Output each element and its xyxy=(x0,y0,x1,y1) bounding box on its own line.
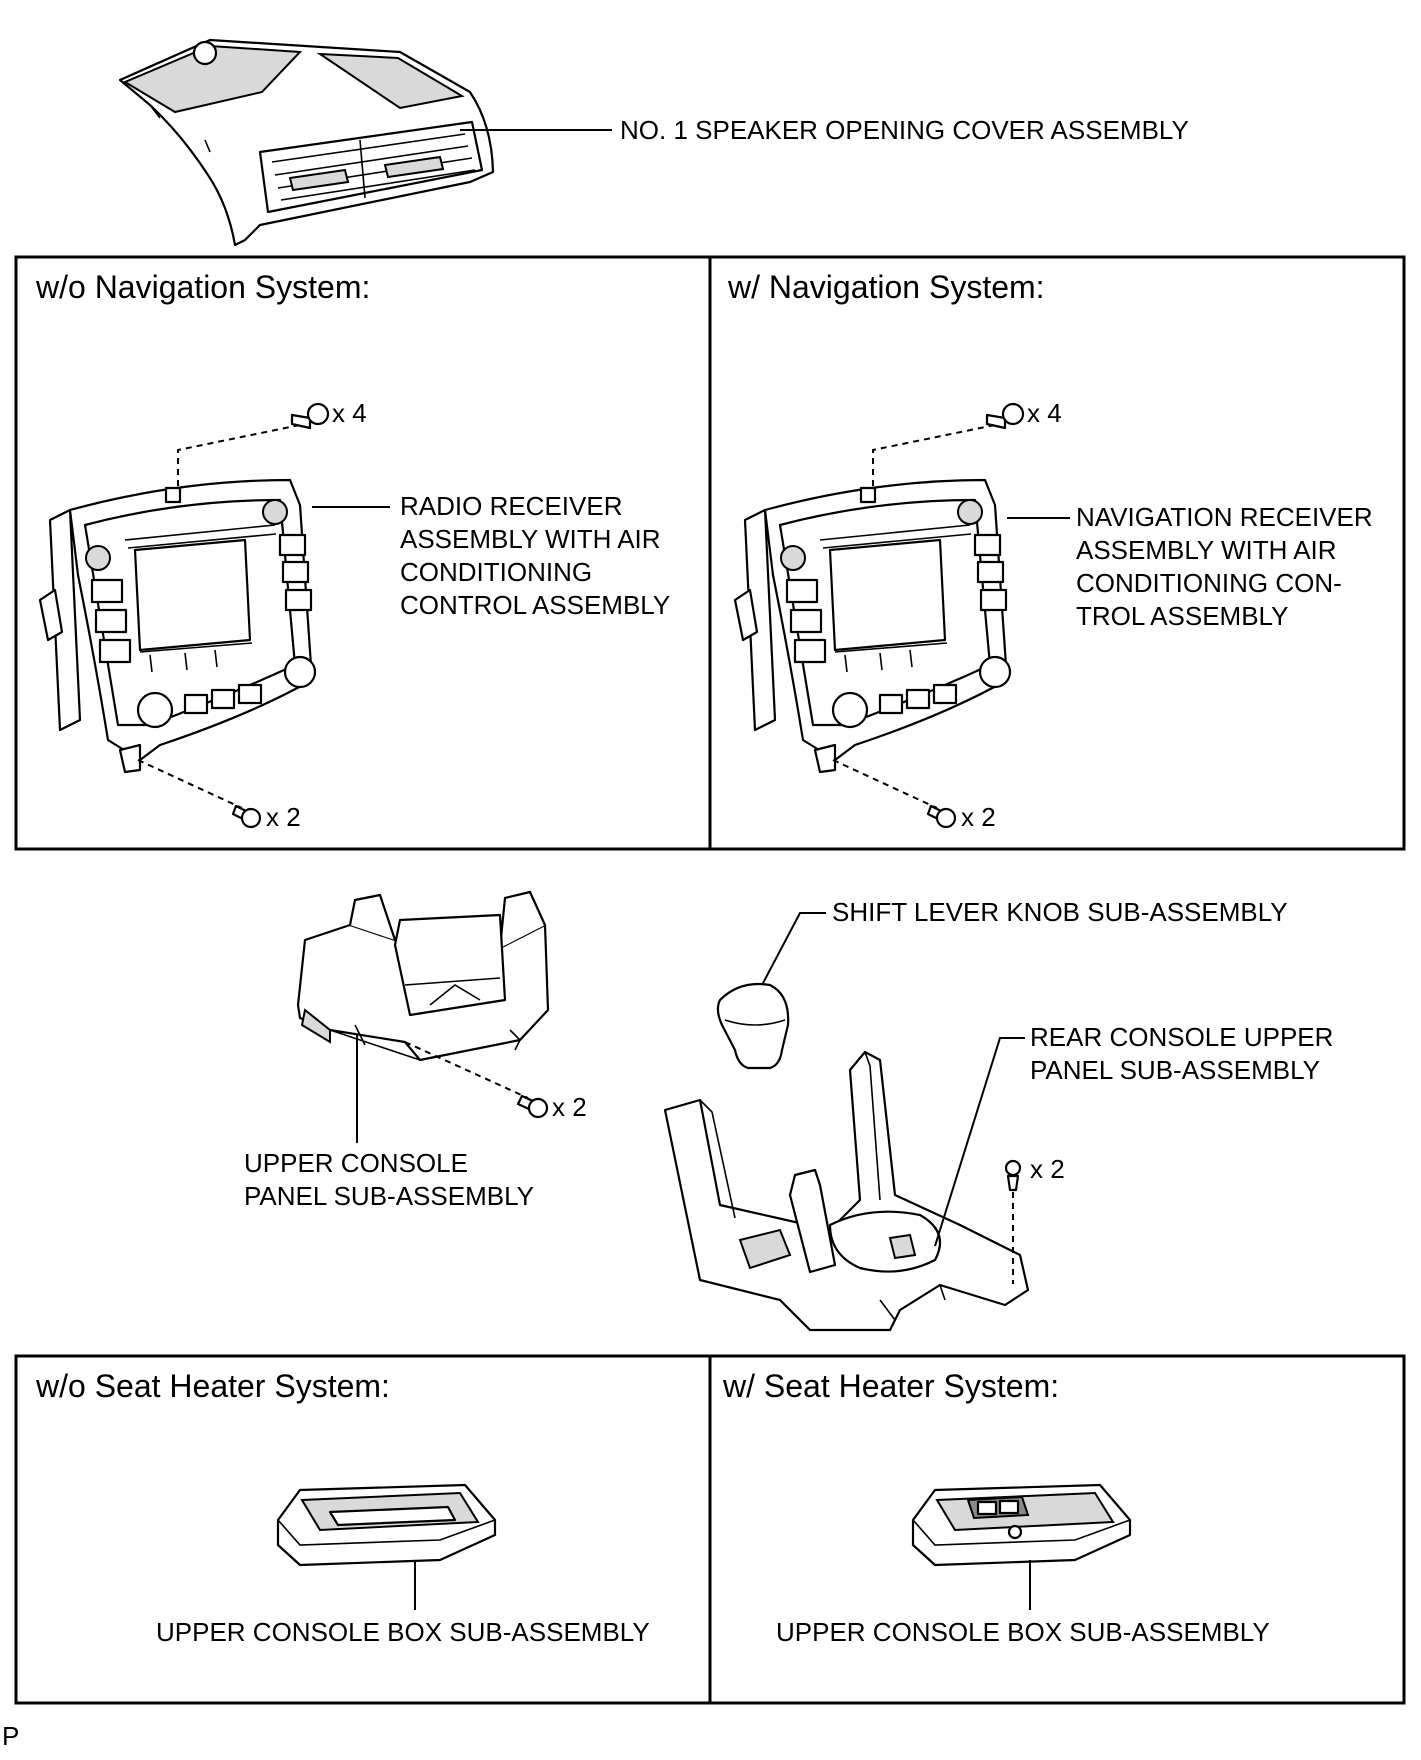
shift-lever-knob-label: SHIFT LEVER KNOB SUB-ASSEMBLY xyxy=(832,897,1288,927)
wo-seat-heater-panel-title: w/o Seat Heater System: xyxy=(35,1368,390,1404)
upper-console-panel-illustration xyxy=(296,890,550,1062)
upper-console-box-label-right: UPPER CONSOLE BOX SUB-ASSEMBLY xyxy=(776,1617,1270,1647)
radio-receiver-label-line-1: RADIO RECEIVER xyxy=(400,491,623,521)
bolt-icon-navigation-bottom xyxy=(926,804,957,829)
radio-receiver-label-line-2: ASSEMBLY WITH AIR xyxy=(400,524,661,554)
navigation-receiver-label-line-4: TROL ASSEMBLY xyxy=(1076,601,1288,631)
rear-console-label-line-2: PANEL SUB-ASSEMBLY xyxy=(1030,1055,1320,1085)
w-navigation-panel-title: w/ Navigation System: xyxy=(727,269,1045,305)
radio-receiver-illustration xyxy=(38,478,317,774)
navigation-receiver-label-line-3: CONDITIONING CON- xyxy=(1076,568,1342,598)
radio-top-quantity: x 4 xyxy=(332,398,367,428)
upper-console-panel-label-line-1: UPPER CONSOLE xyxy=(244,1148,468,1178)
navigation-bottom-quantity: x 2 xyxy=(961,802,996,832)
radio-receiver-label-line-4: CONTROL ASSEMBLY xyxy=(400,590,670,620)
upper-console-box-illustration-left xyxy=(276,1483,497,1567)
navigation-receiver-label-line-1: NAVIGATION RECEIVER xyxy=(1076,502,1373,532)
upper-console-panel-label-line-2: PANEL SUB-ASSEMBLY xyxy=(244,1181,534,1211)
rear-console-quantity: x 2 xyxy=(1030,1154,1065,1184)
navigation-receiver-illustration xyxy=(733,478,1012,774)
screw-icon-rear-console xyxy=(1004,1159,1022,1192)
bolt-icon-upper-console xyxy=(516,1094,549,1119)
speaker-cover-label: NO. 1 SPEAKER OPENING COVER ASSEMBLY xyxy=(620,115,1189,145)
bolt-icon-radio-top xyxy=(290,402,330,430)
bolt-icon-navigation-top xyxy=(985,402,1025,430)
navigation-receiver-label-line-2: ASSEMBLY WITH AIR xyxy=(1076,535,1337,565)
speaker-opening-cover-illustration xyxy=(118,38,495,247)
corner-code: P xyxy=(2,1721,19,1751)
radio-bottom-quantity: x 2 xyxy=(266,802,301,832)
shift-lever-knob-illustration xyxy=(716,982,790,1070)
w-seat-heater-panel-title: w/ Seat Heater System: xyxy=(722,1368,1059,1404)
upper-console-quantity: x 2 xyxy=(552,1092,587,1122)
upper-console-box-label-left: UPPER CONSOLE BOX SUB-ASSEMBLY xyxy=(156,1617,650,1647)
navigation-top-quantity: x 4 xyxy=(1027,398,1062,428)
upper-console-box-illustration-right xyxy=(911,1483,1132,1567)
rear-console-label-line-1: REAR CONSOLE UPPER xyxy=(1030,1022,1333,1052)
bolt-icon-radio-bottom xyxy=(231,804,262,829)
w-navigation-panel-frame xyxy=(708,255,1406,851)
w-seat-heater-panel-frame xyxy=(708,1354,1406,1705)
wo-navigation-panel-title: w/o Navigation System: xyxy=(35,269,370,305)
rear-console-upper-panel-illustration xyxy=(663,1050,1030,1332)
radio-receiver-label-line-3: CONDITIONING xyxy=(400,557,592,587)
